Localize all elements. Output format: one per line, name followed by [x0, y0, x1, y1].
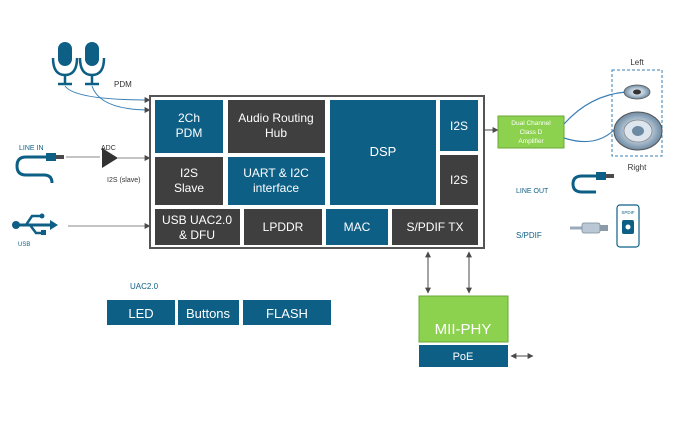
mii-phy-block: MII-PHY: [418, 295, 509, 343]
adc-label: ADC: [101, 145, 116, 152]
svg-text:PoE: PoE: [453, 351, 474, 363]
i2s-top-block: I2S: [440, 100, 478, 151]
svg-text:FLASH: FLASH: [266, 306, 308, 321]
spdif-port-icon: SPDIF: [616, 204, 640, 248]
microphone-icon: [78, 42, 106, 86]
svg-text:LED: LED: [128, 306, 153, 321]
svg-text:DSP: DSP: [370, 144, 397, 159]
uart-i2c-block: UART & I2C interface: [228, 157, 325, 205]
svg-text:I2S: I2S: [450, 173, 468, 187]
svg-text:MAC: MAC: [344, 220, 371, 234]
adc-triangle-icon: [102, 148, 118, 168]
mac-block: MAC: [326, 209, 388, 245]
i2s-slave-block: I2S Slave: [155, 157, 223, 205]
svg-text:2Ch: 2Ch: [178, 111, 200, 125]
svg-text:Class D: Class D: [520, 129, 543, 136]
speaker-wire: [563, 91, 627, 125]
audio-routing-hub-block: Audio Routing Hub: [228, 100, 325, 153]
svg-text:S/PDIF TX: S/PDIF TX: [406, 220, 463, 234]
svg-text:Audio Routing: Audio Routing: [238, 111, 313, 125]
optical-cable-icon: [570, 222, 608, 234]
buttons-block: Buttons: [178, 300, 239, 325]
spdif-tx-block: S/PDIF TX: [392, 209, 478, 245]
uac-group-label: UAC2.0: [130, 282, 159, 291]
lpddr-block: LPDDR: [244, 209, 322, 245]
right-label: Right: [628, 163, 647, 172]
usb-label: USB: [18, 242, 30, 248]
speaker-group-box: [611, 69, 663, 157]
svg-text:Buttons: Buttons: [186, 306, 231, 321]
svg-text:PDM: PDM: [176, 126, 203, 140]
usb-uac-block: USB UAC2.0 & DFU: [155, 209, 240, 245]
pdm-block: 2Ch PDM: [155, 100, 223, 153]
svg-text:& DFU: & DFU: [179, 228, 215, 242]
i2s-bottom-block: I2S: [440, 155, 478, 205]
svg-text:interface: interface: [253, 181, 299, 195]
left-label: Left: [630, 58, 644, 67]
poe-block: PoE: [419, 345, 508, 367]
amplifier-block: Dual Channel Class D Amplifier: [497, 115, 565, 149]
microphone-icon: [51, 42, 79, 86]
svg-text:UART & I2C: UART & I2C: [243, 166, 309, 180]
line-out-jack-icon: [571, 172, 614, 194]
svg-text:USB UAC2.0: USB UAC2.0: [162, 213, 232, 227]
pdm-label: PDM: [114, 80, 132, 89]
svg-text:Hub: Hub: [265, 126, 287, 140]
pdm-connector: [91, 85, 151, 113]
line-in-label: LINE IN: [19, 145, 44, 152]
spdif-label: S/PDIF: [516, 231, 542, 240]
svg-text:Amplifier: Amplifier: [518, 138, 544, 145]
i2s-slave-label: I2S (slave): [107, 177, 140, 184]
flash-block: FLASH: [243, 300, 331, 325]
pdm-connector: [64, 85, 151, 103]
right-speaker-icon: [613, 111, 663, 151]
svg-text:I2S: I2S: [180, 166, 198, 180]
svg-text:SPDIF: SPDIF: [621, 210, 635, 215]
svg-text:Dual Channel: Dual Channel: [511, 120, 551, 127]
dsp-block: DSP: [330, 100, 436, 205]
svg-text:MII-PHY: MII-PHY: [435, 321, 492, 338]
led-block: LED: [107, 300, 175, 325]
left-speaker-icon: [623, 84, 651, 100]
line-out-label: LINE OUT: [516, 188, 549, 195]
svg-text:LPDDR: LPDDR: [263, 220, 304, 234]
speaker-wire: [563, 129, 615, 143]
audio-jack-icon: [15, 153, 64, 184]
svg-text:Slave: Slave: [174, 181, 204, 195]
usb-icon: [12, 213, 58, 235]
svg-text:I2S: I2S: [450, 119, 468, 133]
